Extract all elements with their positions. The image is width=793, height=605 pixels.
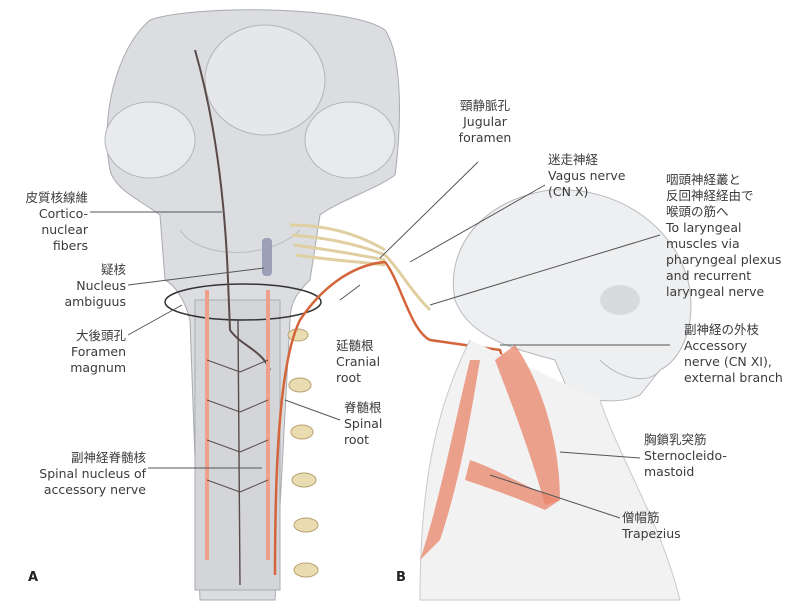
label-jugular-foramen: 頸静脈孔 Jugular foramen bbox=[440, 98, 530, 146]
label-spinal-root: 脊髄根 Spinal root bbox=[344, 400, 404, 448]
label-spinal-nucleus: 副神経脊髄核 Spinal nucleus of accessory nerve bbox=[0, 450, 146, 498]
label-cranial-root: 延髄根 Cranial root bbox=[336, 338, 396, 386]
label-sternocleidomastoid: 胸鎖乳突筋 Sternocleido- mastoid bbox=[644, 432, 754, 480]
spinal-ganglia bbox=[288, 329, 318, 577]
label-accessory-nerve: 副神経の外枝 Accessory nerve (CN XI), external… bbox=[684, 322, 792, 386]
label-corticonuclear-fibers: 皮質核線維 Cortico- nuclear fibers bbox=[0, 190, 88, 254]
nucleus-ambiguus-shape bbox=[262, 238, 272, 276]
brainstem bbox=[105, 10, 399, 600]
label-trapezius: 僧帽筋 Trapezius bbox=[622, 510, 722, 542]
label-vagus-nerve: 迷走神経 Vagus nerve (CN X) bbox=[548, 152, 658, 200]
label-nucleus-ambiguus: 疑核 Nucleus ambiguus bbox=[0, 262, 126, 310]
panel-label-b: B bbox=[396, 570, 406, 585]
label-foramen-magnum: 大後頭孔 Foramen magnum bbox=[0, 328, 126, 376]
panel-label-a: A bbox=[28, 570, 38, 585]
label-laryngeal-muscles: 咽頭神経叢と 反回神経経由で 喉頭の筋へ To laryngeal muscle… bbox=[666, 172, 792, 300]
